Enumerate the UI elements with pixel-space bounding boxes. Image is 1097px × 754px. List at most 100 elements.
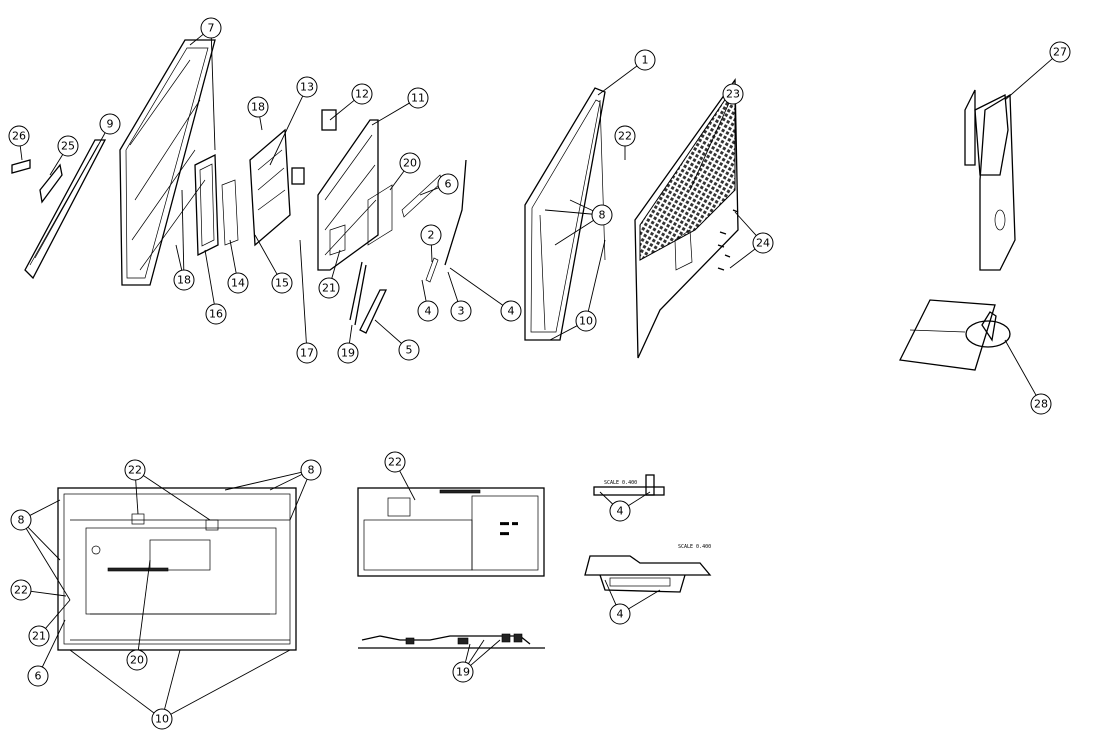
callout-circle	[1049, 41, 1071, 63]
callout-circle	[296, 76, 318, 98]
callout-number: 7	[208, 22, 215, 35]
panel	[119, 39, 216, 286]
callout-number: 21	[32, 630, 46, 643]
callout-circle	[296, 342, 318, 364]
callout-circle	[437, 173, 459, 195]
callout-circle	[609, 603, 631, 625]
callout-number: 22	[14, 584, 28, 597]
callout-circle	[351, 83, 373, 105]
callout-number: 23	[726, 88, 740, 101]
leader-line	[464, 643, 471, 663]
callout-circle	[450, 300, 472, 322]
leader-line	[175, 244, 183, 271]
callout-circle	[205, 303, 227, 325]
svg-text:■■■ ■■: ■■■ ■■	[500, 521, 518, 527]
callout-number: 13	[300, 81, 314, 94]
leader-line	[229, 239, 237, 274]
callout-circle	[417, 300, 439, 322]
callout-circle	[99, 113, 121, 135]
leader-line	[1004, 58, 1053, 101]
callout-number: 4	[508, 305, 515, 318]
io-side-view	[358, 633, 545, 649]
leader-line	[389, 170, 405, 191]
leader-line	[549, 325, 578, 341]
leader-line	[421, 279, 427, 302]
callout-number: 8	[308, 464, 315, 477]
leader-line	[689, 102, 730, 191]
leader-line	[554, 220, 594, 246]
callout-circle	[420, 224, 442, 246]
callout-circle	[247, 96, 269, 118]
leader-line	[599, 491, 614, 505]
callout-number: 19	[456, 666, 470, 679]
callout-circle	[609, 500, 631, 522]
scale-label: SCALE 0.400	[604, 480, 637, 486]
key-board-view: SCALE 0.400	[593, 474, 665, 496]
leader-line	[348, 324, 353, 344]
callout-circle	[591, 204, 613, 226]
leader-line	[597, 65, 638, 96]
callout-number: 9	[107, 118, 114, 131]
callout-number: 22	[618, 130, 632, 143]
screws-24	[717, 209, 739, 271]
leader-line	[45, 599, 71, 629]
callout-circle	[575, 310, 597, 332]
callout-number: 22	[128, 464, 142, 477]
leader-line	[604, 579, 617, 606]
callout-circle	[337, 342, 359, 364]
leader-line	[587, 239, 606, 312]
leader-line	[289, 479, 308, 521]
leader-line	[19, 145, 23, 161]
callout-circle	[722, 83, 744, 105]
callout-circle	[318, 277, 340, 299]
leader-line	[137, 559, 151, 651]
leader-line	[331, 249, 341, 279]
callout-number: 18	[177, 274, 191, 287]
leader-line	[69, 649, 155, 714]
rear-view-assembly	[57, 487, 297, 651]
leader-line	[259, 116, 263, 131]
callout-number: 4	[617, 608, 624, 621]
leader-line	[224, 471, 302, 491]
callout-circle	[384, 451, 406, 473]
callout-circle	[124, 459, 146, 481]
callout-circle	[452, 661, 474, 683]
callout-number: 8	[599, 209, 606, 222]
leader-line	[181, 189, 185, 271]
leader-line	[371, 102, 410, 126]
leader-line	[41, 619, 66, 668]
leader-line	[49, 154, 64, 176]
callout-number: 15	[275, 277, 289, 290]
leader-line	[27, 526, 61, 561]
callout-circle	[57, 135, 79, 157]
leader-line	[399, 470, 416, 501]
callout-number: 21	[322, 282, 336, 295]
callout-number: 2	[428, 229, 435, 242]
callout-number: 27	[1053, 46, 1067, 59]
callout-circle	[28, 625, 50, 647]
callout-circle	[151, 708, 173, 730]
callout-circle	[398, 339, 420, 361]
leader-line	[204, 249, 215, 305]
leader-line	[734, 211, 757, 236]
leader-lines	[19, 33, 1053, 715]
scale-label: SCALE 0.400	[678, 544, 711, 550]
callout-number: 1	[642, 54, 649, 67]
callout-circle	[399, 152, 421, 174]
callout-number: 18	[251, 101, 265, 114]
callout-circle	[200, 17, 222, 39]
leader-line	[447, 271, 459, 302]
callout-number: 20	[403, 157, 417, 170]
callout-circle	[614, 125, 636, 147]
leader-line	[30, 590, 67, 597]
callout-number: 10	[155, 713, 169, 726]
front-bezel-strip	[11, 139, 107, 280]
callout-circle	[407, 87, 429, 109]
leader-line	[89, 132, 106, 161]
callout-number: 6	[35, 670, 42, 683]
callout-number: 22	[388, 456, 402, 469]
leader-line	[170, 649, 291, 715]
callout-number: 28	[1034, 398, 1048, 411]
leader-line	[210, 37, 216, 151]
